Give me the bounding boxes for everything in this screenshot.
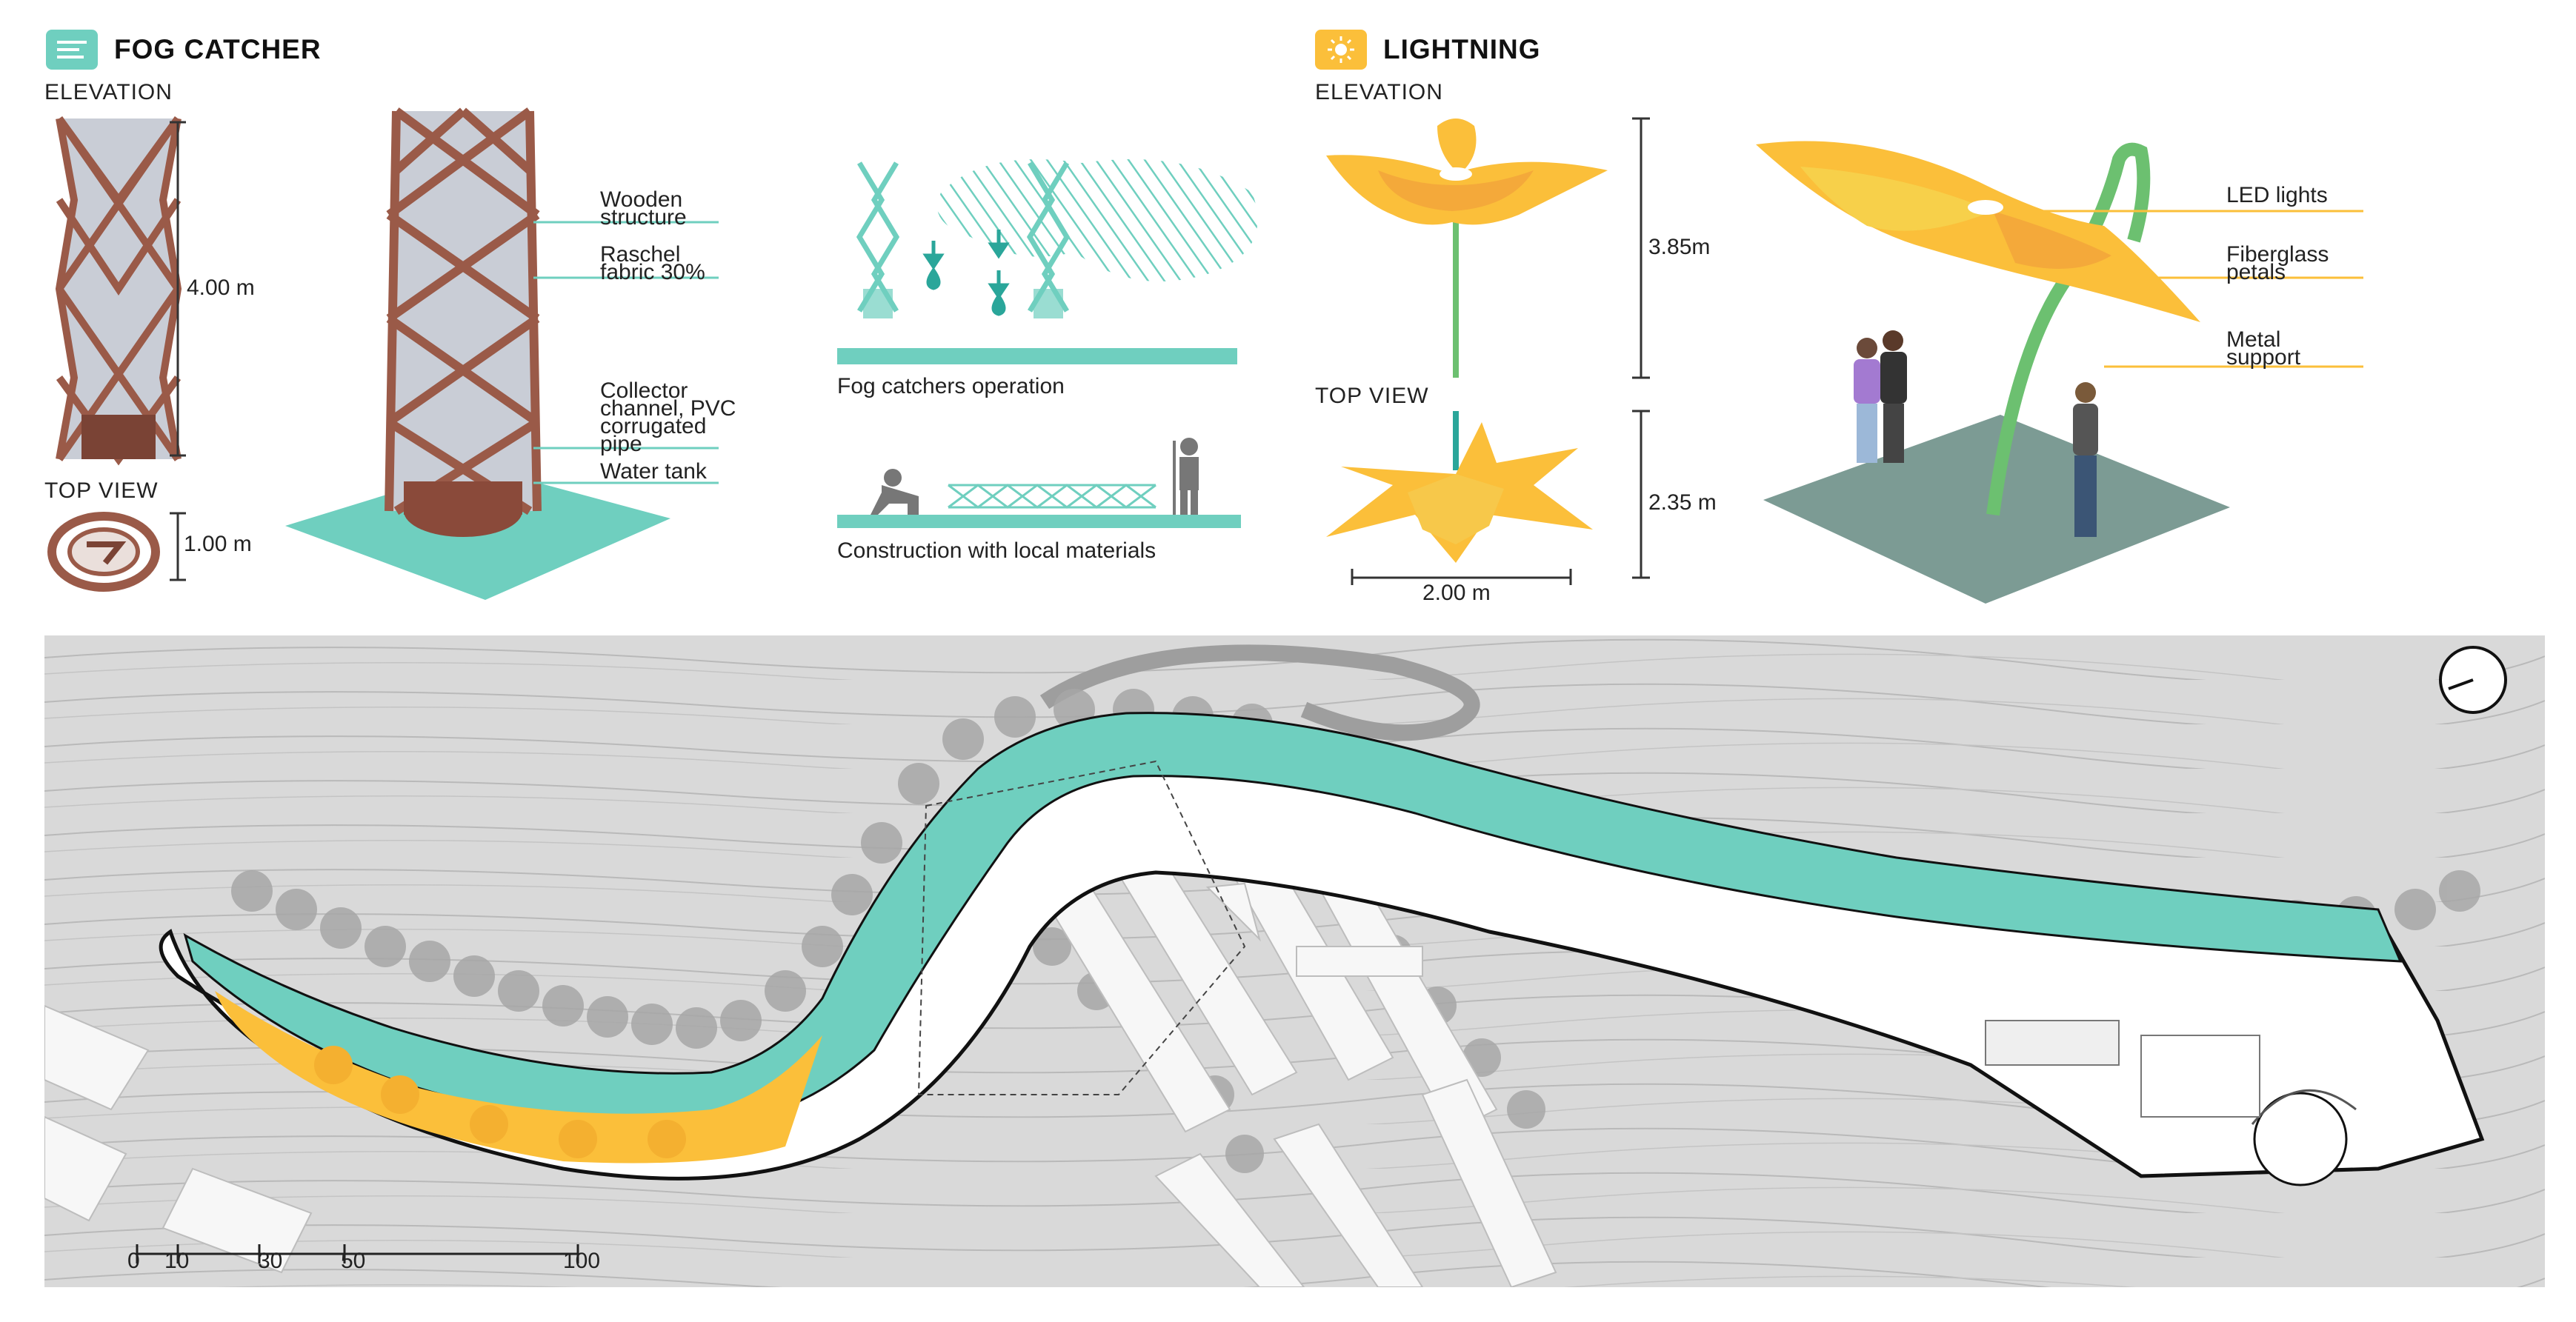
callout-metal-line-2: support bbox=[2226, 345, 2301, 370]
callout-fiberglass-line-2: petals bbox=[2226, 260, 2286, 284]
construction-diagram bbox=[837, 438, 1241, 528]
callout-collector-line-2: channel, PVC bbox=[600, 396, 736, 421]
callout-raschel-line-1: Raschel bbox=[600, 242, 681, 267]
construction-caption: Construction with local materials bbox=[837, 538, 1156, 563]
lightning-width-dimension: 2.00 m bbox=[1422, 581, 1491, 605]
fog-diameter-dimension-line bbox=[170, 512, 186, 581]
callout-raschel-fabric: Raschel fabric 30% bbox=[600, 242, 705, 284]
callout-collector-line-1: Collector bbox=[600, 378, 688, 403]
lightning-top-view-label: TOP VIEW bbox=[1315, 384, 1429, 408]
flower-top-view-drawing bbox=[1326, 411, 1593, 563]
notes-icon bbox=[46, 30, 98, 70]
fog-catcher-heading: FOG CATCHER bbox=[46, 30, 322, 70]
lightning-heading: LIGHTNING bbox=[1315, 30, 1540, 70]
scale-label-50: 50 bbox=[341, 1249, 366, 1273]
lightning-height-dimension: 3.85m bbox=[1648, 235, 1711, 259]
scale-label-0: 0 bbox=[127, 1249, 140, 1273]
fog-catcher-axonometric bbox=[285, 107, 670, 600]
callout-led-lights: LED lights bbox=[2226, 183, 2328, 207]
callout-wooden-structure: Wooden structure bbox=[600, 187, 687, 230]
fog-callout-leaders bbox=[533, 221, 719, 484]
callout-fiberglass-line-1: Fiberglass bbox=[2226, 242, 2329, 267]
map-scale-bar bbox=[136, 1244, 579, 1263]
site-plan-map bbox=[44, 635, 2545, 1287]
scale-label-100: 100 bbox=[563, 1249, 601, 1273]
callout-raschel-line-2: fabric 30% bbox=[600, 260, 705, 284]
fog-height-dimension-line bbox=[170, 121, 186, 457]
lightning-dimension-lines bbox=[1351, 117, 1650, 585]
fog-catcher-title: FOG CATCHER bbox=[114, 34, 322, 64]
lightning-callout-leaders bbox=[2030, 210, 2363, 368]
lightning-top-dimension: 2.35 m bbox=[1648, 490, 1717, 515]
fog-operation-diagram bbox=[837, 159, 1258, 364]
callout-metal-line-1: Metal bbox=[2226, 327, 2281, 352]
north-arrow-icon bbox=[2439, 646, 2507, 714]
fog-diameter-dimension: 1.00 m bbox=[184, 532, 252, 556]
scale-label-10: 10 bbox=[164, 1249, 190, 1273]
lightning-elevation-label: ELEVATION bbox=[1315, 80, 1443, 104]
lightning-title: LIGHTNING bbox=[1383, 34, 1541, 64]
callout-collector-line-4: pipe bbox=[600, 432, 642, 456]
fog-operation-caption: Fog catchers operation bbox=[837, 374, 1065, 398]
fog-height-dimension: 4.00 m bbox=[187, 276, 255, 300]
sun-icon bbox=[1315, 30, 1367, 70]
callout-wooden-line-2: structure bbox=[600, 205, 687, 230]
callout-fiberglass-petals: Fiberglass petals bbox=[2226, 242, 2329, 284]
fog-elevation-label: ELEVATION bbox=[44, 80, 173, 104]
scale-label-30: 30 bbox=[258, 1249, 283, 1273]
flower-axonometric bbox=[1756, 141, 2230, 604]
callout-collector-channel: Collector channel, PVC corrugated pipe bbox=[600, 378, 736, 456]
people-silhouettes bbox=[1854, 330, 2098, 537]
fog-top-view-label: TOP VIEW bbox=[44, 478, 159, 503]
callout-metal-support: Metal support bbox=[2226, 327, 2301, 370]
callout-collector-line-3: corrugated bbox=[600, 414, 707, 438]
lighting-zone bbox=[215, 991, 822, 1164]
flower-elevation-drawing bbox=[1326, 118, 1608, 378]
callout-water-tank: Water tank bbox=[600, 459, 707, 484]
fog-catcher-top-view bbox=[47, 512, 160, 592]
callout-wooden-line-1: Wooden bbox=[600, 187, 683, 212]
